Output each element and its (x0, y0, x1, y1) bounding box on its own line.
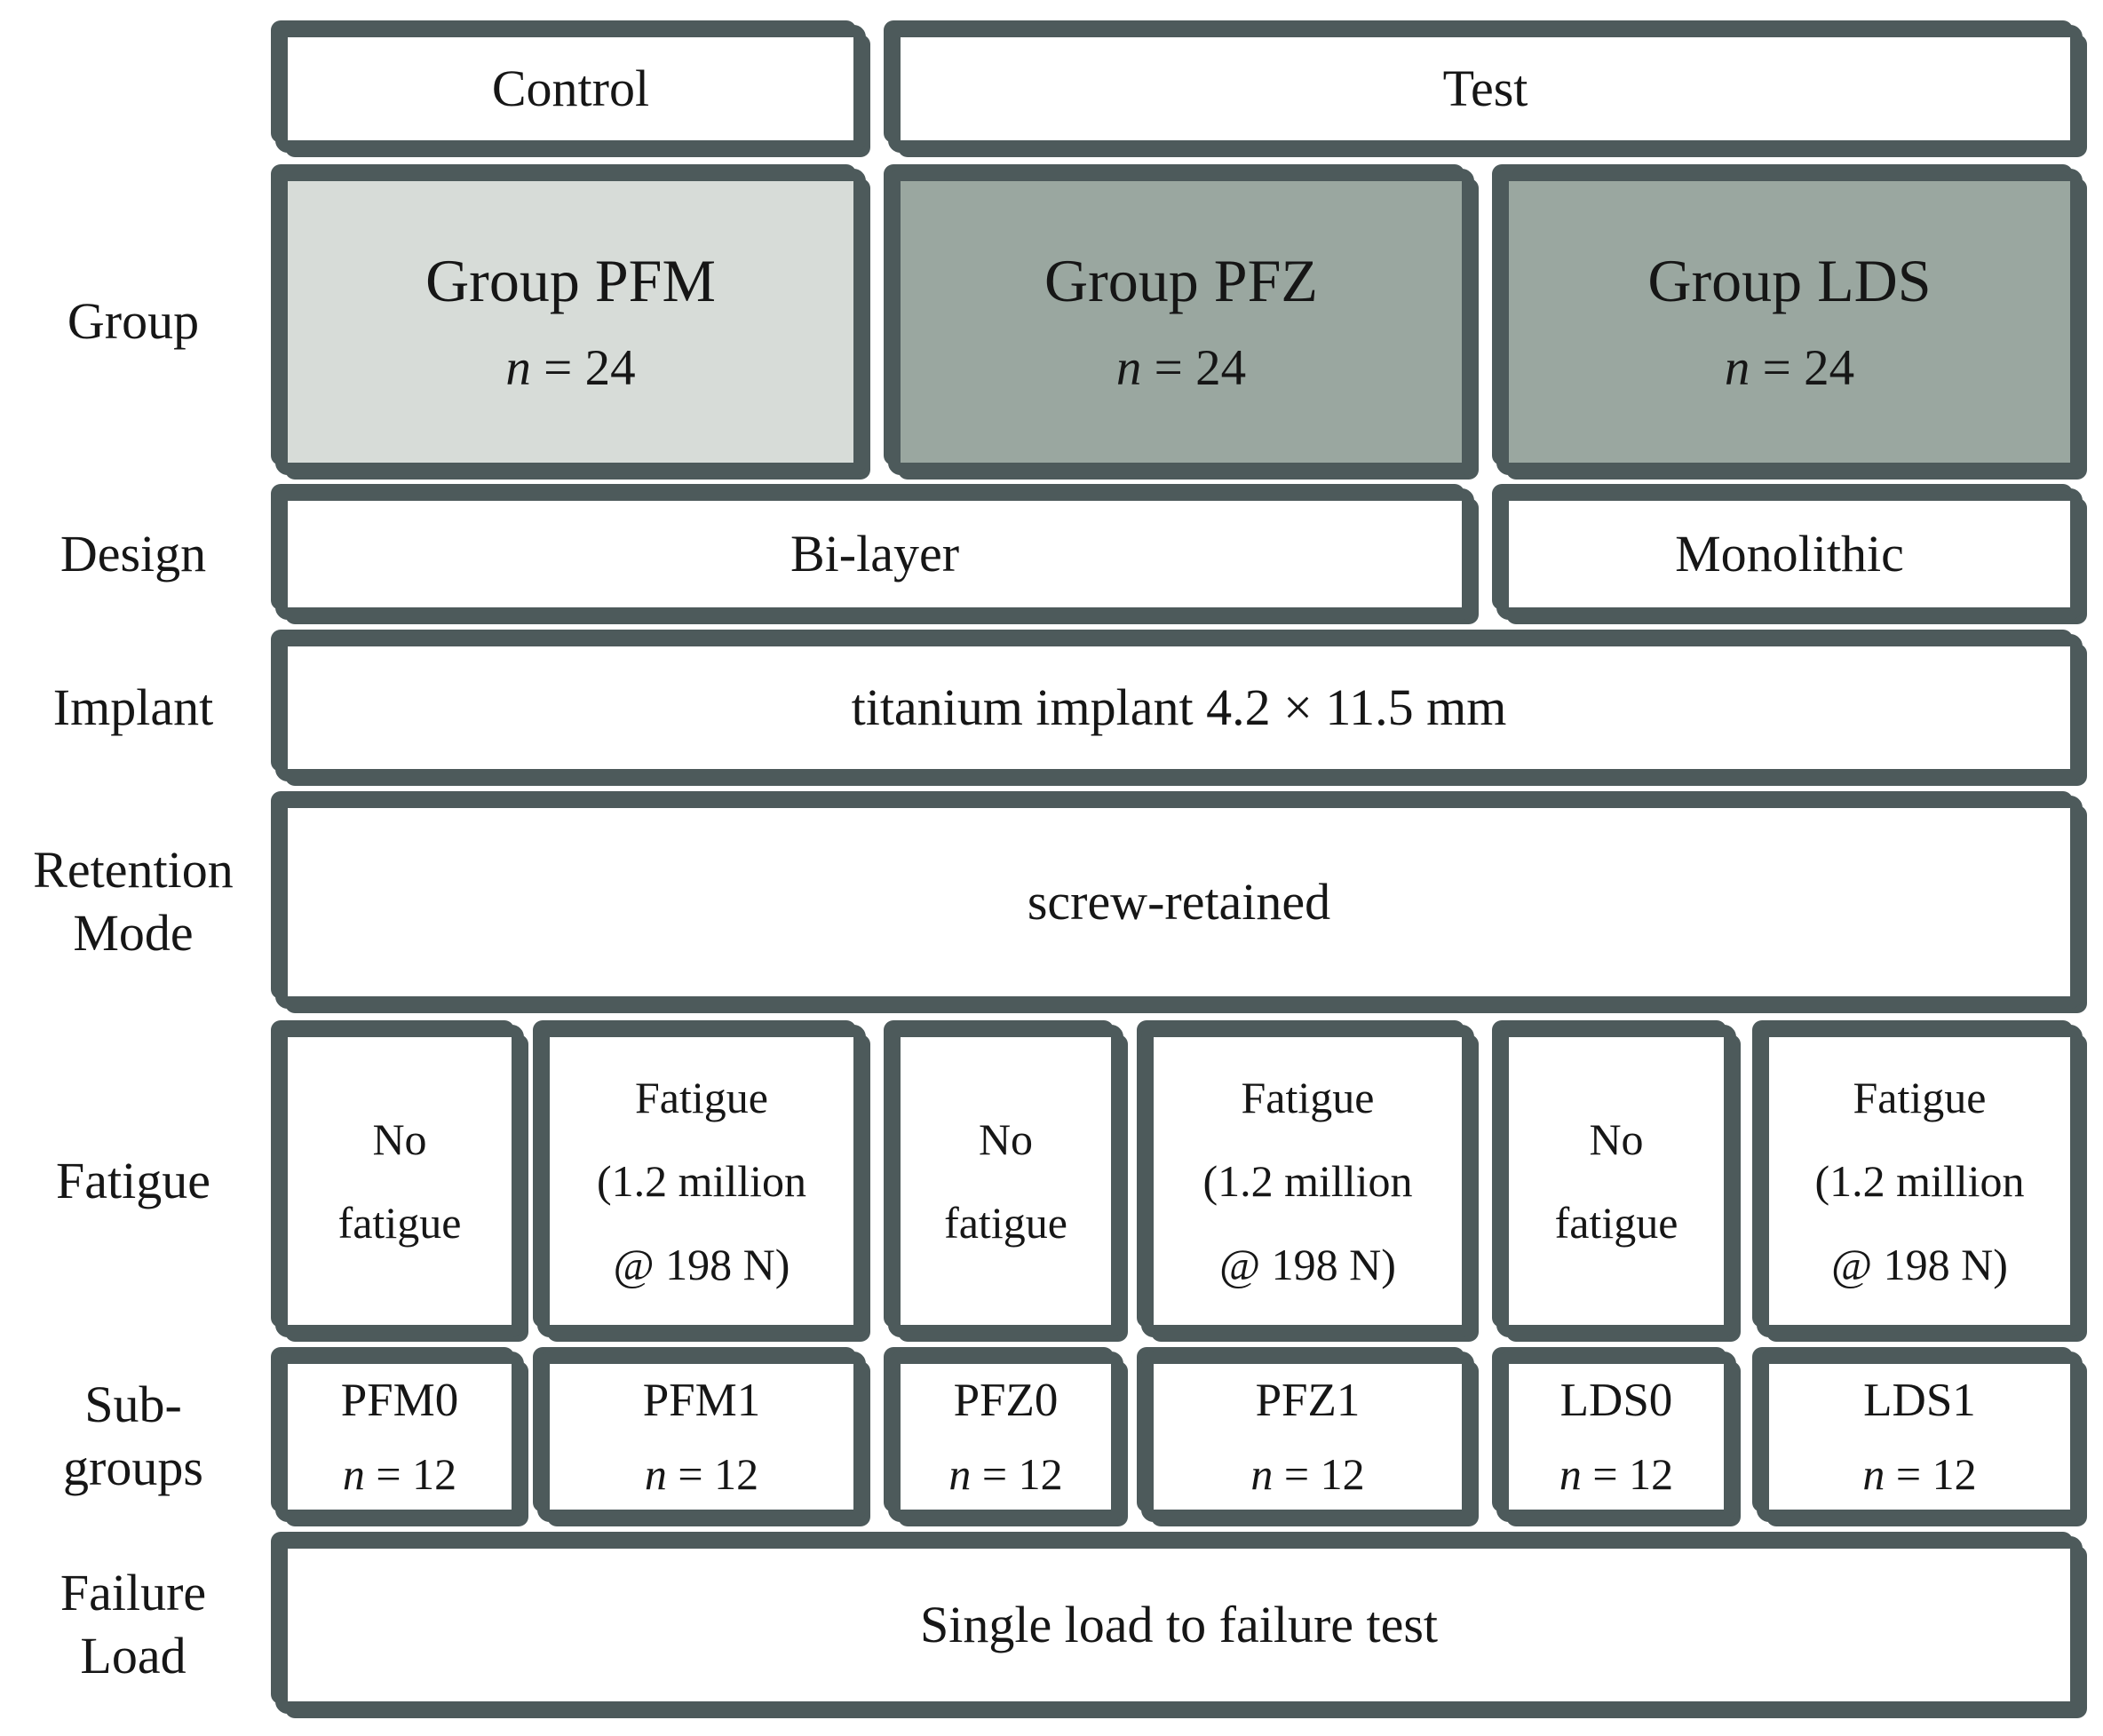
row-label-implant: Implant (0, 634, 266, 781)
implant-text: titanium implant 4.2 × 11.5 mm (851, 678, 1507, 737)
row-label-subgroups: Sub- groups (0, 1352, 266, 1522)
subgroup-lds1-box: LDS1 n = 12 (1757, 1352, 2083, 1522)
header-control-box: Control (275, 25, 866, 153)
row-label-retention-mode: Retention Mode (0, 796, 266, 1009)
row-label-subgroups-line2: groups (63, 1439, 203, 1496)
row-label-group: Group (0, 169, 266, 475)
fatigue-cell-line: fatigue (944, 1198, 1067, 1248)
subgroup-pfz0-code: PFZ0 (953, 1375, 1059, 1427)
fatigue-cell-line: No (372, 1114, 427, 1164)
fatigue-cell-line: @ 198 N) (1219, 1240, 1396, 1289)
fatigue-cell-pfz-yes: Fatigue (1.2 million @ 198 N) (1141, 1025, 1474, 1337)
row-label-group-text: Group (67, 292, 200, 351)
row-label-design-text: Design (60, 524, 207, 583)
row-label-failure-load: Failure Load (0, 1536, 266, 1714)
subgroup-pfm1-code: PFM1 (642, 1375, 761, 1427)
design-bilayer-box: Bi-layer (275, 488, 1474, 620)
failure-load-box: Single load to failure test (275, 1536, 2083, 1714)
fatigue-cell-line: Fatigue (635, 1073, 768, 1122)
failure-load-text: Single load to failure test (919, 1596, 1439, 1654)
group-lds-title: Group LDS (1647, 246, 1932, 314)
subgroup-lds0-box: LDS0 n = 12 (1496, 1352, 1736, 1522)
fatigue-cell-pfz-no: No fatigue (888, 1025, 1123, 1337)
fatigue-cell-lds-yes: Fatigue (1.2 million @ 198 N) (1757, 1025, 2083, 1337)
subgroup-pfz0-count: n = 12 (948, 1448, 1063, 1499)
group-pfm-box: Group PFM n = 24 (275, 169, 866, 475)
fatigue-cell-pfm-yes: Fatigue (1.2 million @ 198 N) (537, 1025, 866, 1337)
group-lds-box: Group LDS n = 24 (1496, 169, 2083, 475)
design-bilayer-text: Bi-layer (790, 525, 960, 583)
fatigue-cell-pfm-no: No fatigue (275, 1025, 524, 1337)
design-monolithic-text: Monolithic (1675, 525, 1904, 583)
group-pfm-count: n = 24 (505, 339, 636, 396)
retention-mode-text: screw-retained (1027, 873, 1331, 931)
group-pfz-count: n = 24 (1115, 339, 1247, 396)
fatigue-cell-line: (1.2 million (596, 1156, 807, 1206)
group-pfm-title: Group PFM (425, 246, 716, 314)
row-label-design: Design (0, 488, 266, 620)
subgroup-pfz0-box: PFZ0 n = 12 (888, 1352, 1123, 1522)
row-label-subgroups-line1: Sub- (84, 1375, 182, 1434)
header-test-text: Test (1442, 59, 1528, 118)
design-monolithic-box: Monolithic (1496, 488, 2083, 620)
subgroup-pfm0-box: PFM0 n = 12 (275, 1352, 524, 1522)
group-pfz-box: Group PFZ n = 24 (888, 169, 1474, 475)
subgroup-pfm0-count: n = 12 (342, 1448, 457, 1499)
fatigue-cell-line: fatigue (337, 1198, 462, 1248)
subgroup-lds0-code: LDS0 (1559, 1375, 1673, 1427)
subgroup-pfz1-count: n = 12 (1250, 1448, 1365, 1499)
row-label-retention-line2: Mode (73, 904, 194, 962)
subgroup-lds1-count: n = 12 (1862, 1448, 1977, 1499)
group-lds-count: n = 24 (1724, 339, 1855, 396)
fatigue-cell-line: No (1589, 1114, 1644, 1164)
fatigue-cell-line: @ 198 N) (613, 1240, 790, 1289)
row-label-failure-line2: Load (80, 1627, 186, 1684)
subgroup-pfm0-code: PFM0 (340, 1375, 459, 1427)
header-control-text: Control (491, 59, 650, 118)
subgroup-pfm1-box: PFM1 n = 12 (537, 1352, 866, 1522)
subgroup-pfm1-count: n = 12 (644, 1448, 759, 1499)
subgroup-pfz1-box: PFZ1 n = 12 (1141, 1352, 1474, 1522)
fatigue-cell-line: (1.2 million (1202, 1156, 1413, 1206)
fatigue-cell-line: No (978, 1114, 1034, 1164)
row-label-fatigue-text: Fatigue (56, 1151, 210, 1209)
fatigue-cell-line: Fatigue (1241, 1073, 1375, 1122)
fatigue-cell-line: @ 198 N) (1831, 1240, 2008, 1289)
subgroup-lds1-code: LDS1 (1863, 1375, 1976, 1427)
implant-box: titanium implant 4.2 × 11.5 mm (275, 634, 2083, 781)
fatigue-cell-lds-no: No fatigue (1496, 1025, 1736, 1337)
fatigue-cell-line: (1.2 million (1814, 1156, 2025, 1206)
subgroup-pfz1-code: PFZ1 (1255, 1375, 1361, 1427)
fatigue-cell-line: fatigue (1554, 1198, 1678, 1248)
row-label-retention-line1: Retention (33, 841, 234, 900)
group-pfz-title: Group PFZ (1044, 246, 1318, 314)
fatigue-cell-line: Fatigue (1853, 1073, 1987, 1122)
row-label-implant-text: Implant (52, 678, 214, 736)
subgroup-lds0-count: n = 12 (1559, 1448, 1674, 1499)
retention-mode-box: screw-retained (275, 796, 2083, 1009)
row-label-failure-line1: Failure (60, 1564, 207, 1622)
row-label-fatigue: Fatigue (0, 1025, 266, 1337)
header-test-box: Test (888, 25, 2083, 153)
